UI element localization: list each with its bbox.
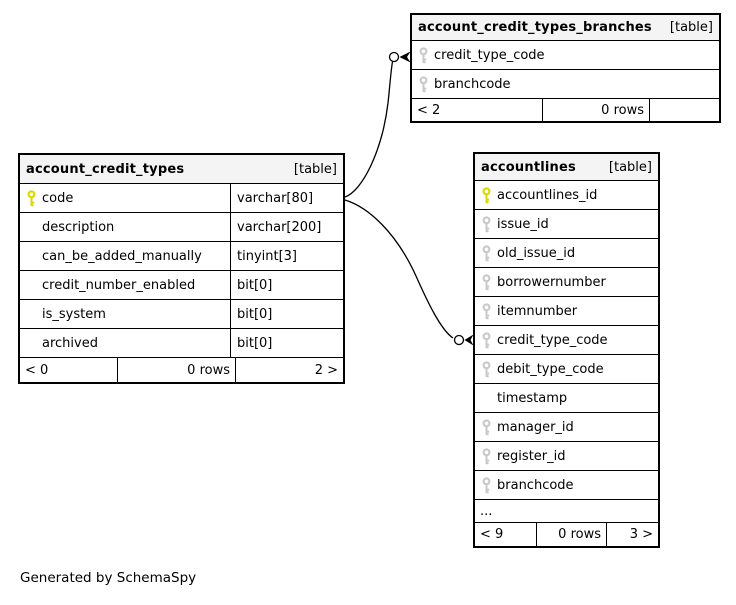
column-row: can_be_added_manually tinyint[3] (20, 242, 343, 271)
table-footer: < 2 0 rows (412, 99, 719, 121)
table-footer: < 9 0 rows 3 > (475, 523, 658, 546)
foreign-key-icon (475, 360, 497, 378)
column-name: description (42, 219, 115, 235)
foreign-key-icon (475, 244, 497, 262)
outgoing-count (649, 99, 719, 121)
edge-credit-types-to-branches (344, 51, 411, 198)
column-type: varchar[200] (230, 213, 343, 241)
column-row: branchcode (412, 70, 719, 99)
table-title: account_credit_types_branches (418, 20, 652, 35)
foreign-key-icon (475, 273, 497, 291)
column-row: issue_id (475, 210, 658, 239)
column-row: credit_type_code (475, 326, 658, 355)
foreign-key-icon (475, 215, 497, 233)
column-row: old_issue_id (475, 239, 658, 268)
column-name: debit_type_code (497, 361, 604, 377)
column-row: register_id (475, 442, 658, 471)
foreign-key-icon (475, 418, 497, 436)
table-header: account_credit_types [table] (20, 155, 343, 184)
row-count: 0 rows (117, 358, 235, 382)
table-account-credit-types-branches[interactable]: account_credit_types_branches [table] cr… (410, 13, 721, 123)
incoming-count: < 2 (417, 102, 441, 118)
column-name: borrowernumber (497, 274, 606, 290)
column-row: credit_type_code (412, 41, 719, 70)
row-count: 0 rows (542, 99, 649, 121)
table-account-credit-types[interactable]: account_credit_types [table] code varchar… (18, 153, 345, 384)
column-name: credit_type_code (497, 332, 608, 348)
outgoing-count: 3 > (606, 523, 658, 546)
column-row: archived bit[0] (20, 329, 343, 358)
column-row: code varchar[80] (20, 184, 343, 213)
zero-or-one-circle (453, 334, 465, 346)
table-tag: [table] (669, 20, 713, 35)
column-type: bit[0] (230, 271, 343, 299)
column-row: is_system bit[0] (20, 300, 343, 329)
column-name: old_issue_id (497, 245, 576, 261)
column-name: issue_id (497, 216, 549, 232)
table-tag: [table] (293, 161, 337, 177)
column-name: archived (42, 335, 98, 351)
arrowhead (399, 51, 411, 63)
column-name: register_id (497, 448, 566, 464)
foreign-key-icon (475, 447, 497, 465)
column-name: timestamp (497, 390, 568, 406)
column-row: debit_type_code (475, 355, 658, 384)
primary-key-icon (20, 189, 42, 207)
column-name: credit_type_code (434, 47, 545, 63)
column-type: tinyint[3] (230, 242, 343, 270)
edge-credit-types-to-accountlines (344, 199, 474, 346)
column-name: manager_id (497, 419, 574, 435)
column-name: branchcode (497, 477, 574, 493)
column-type: bit[0] (230, 300, 343, 328)
column-name: accountlines_id (497, 187, 598, 203)
incoming-count: < 9 (480, 527, 504, 542)
column-name: can_be_added_manually (42, 248, 202, 264)
table-tag: [table] (608, 159, 652, 175)
foreign-key-icon (412, 75, 434, 93)
generated-by-note: Generated by SchemaSpy (20, 570, 197, 586)
column-row: branchcode (475, 471, 658, 500)
column-row: ... (475, 500, 658, 523)
foreign-key-icon (475, 302, 497, 320)
column-name: code (42, 190, 74, 206)
row-count: 0 rows (536, 523, 606, 546)
column-type: bit[0] (230, 329, 343, 357)
foreign-key-icon (475, 331, 497, 349)
column-row: accountlines_id (475, 181, 658, 210)
column-row: credit_number_enabled bit[0] (20, 271, 343, 300)
column-name: itemnumber (497, 303, 578, 319)
column-name: branchcode (434, 76, 511, 92)
foreign-key-icon (412, 46, 434, 64)
column-list: credit_type_code branchcode (412, 41, 719, 99)
table-title: account_credit_types (26, 161, 185, 177)
table-title: accountlines (481, 159, 576, 175)
column-name: credit_number_enabled (42, 277, 196, 293)
column-row: borrowernumber (475, 268, 658, 297)
column-row: description varchar[200] (20, 213, 343, 242)
zero-or-one-circle (388, 51, 400, 63)
column-type: varchar[80] (230, 184, 343, 212)
column-row: itemnumber (475, 297, 658, 326)
column-name: is_system (42, 306, 106, 322)
incoming-count: < 0 (25, 362, 49, 378)
column-row: timestamp (475, 384, 658, 413)
outgoing-count: 2 > (235, 358, 343, 382)
table-header: account_credit_types_branches [table] (412, 15, 719, 41)
table-footer: < 0 0 rows 2 > (20, 358, 343, 382)
table-header: accountlines [table] (475, 154, 658, 181)
column-row: manager_id (475, 413, 658, 442)
foreign-key-icon (475, 476, 497, 494)
primary-key-icon (475, 186, 497, 204)
